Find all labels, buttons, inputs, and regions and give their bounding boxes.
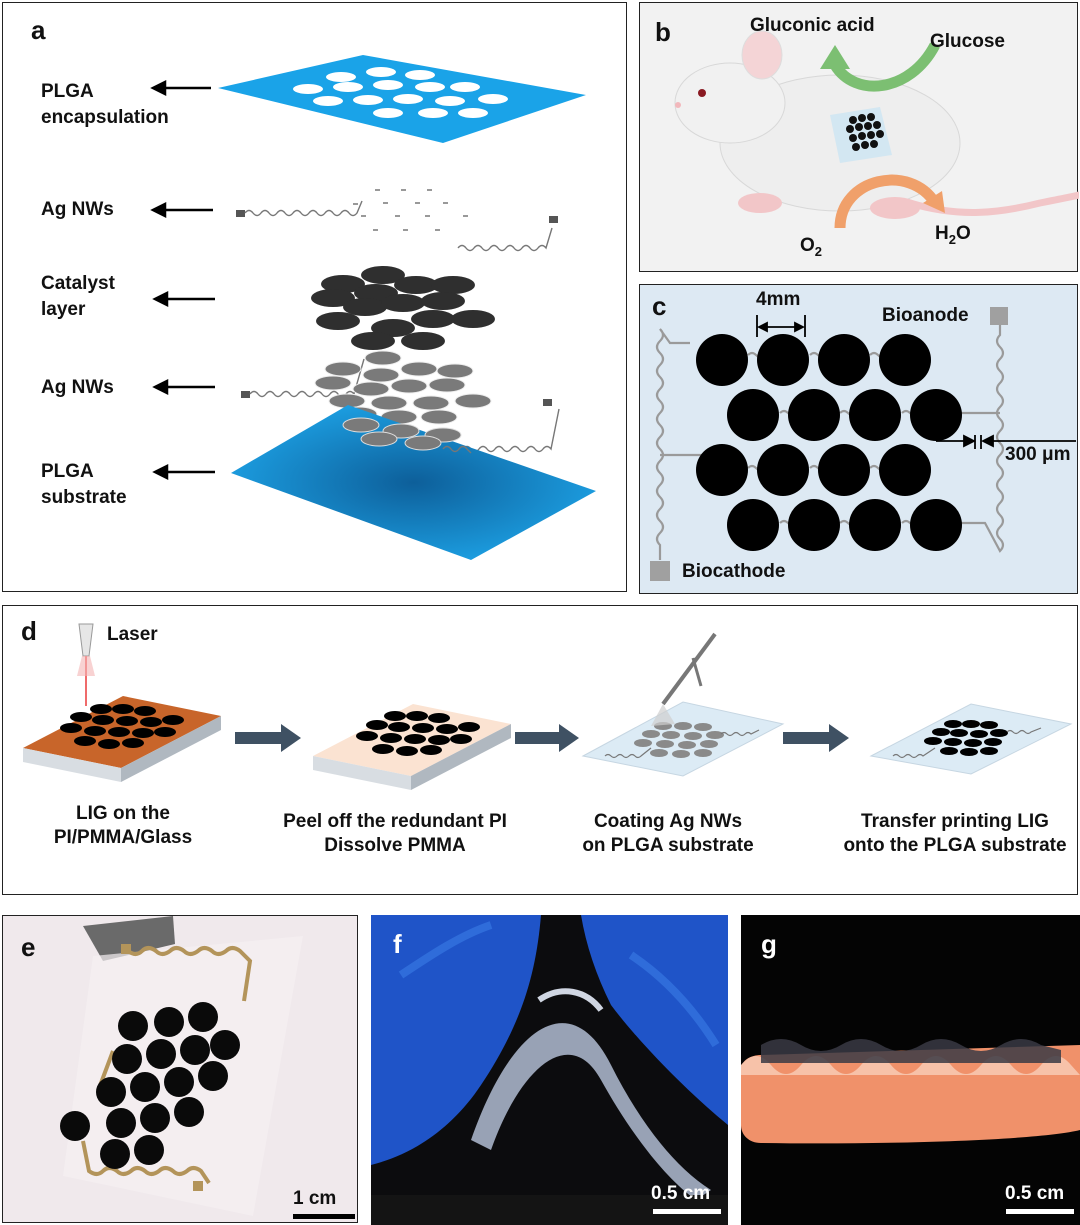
substrate-discs bbox=[342, 417, 462, 451]
panel-f-label: f bbox=[393, 929, 402, 959]
dimension-4mm-label: 4mm bbox=[756, 289, 801, 310]
dimension-4mm bbox=[756, 315, 806, 337]
plga-substrate-layer bbox=[231, 405, 596, 560]
device-photo-f bbox=[371, 915, 728, 1225]
dimension-300um bbox=[936, 434, 1076, 449]
panel-c: c 4mm Bioanode 300 μm Biocathode bbox=[639, 284, 1078, 594]
gap-300um-label: 300 μm bbox=[1005, 444, 1071, 465]
gluconic-acid-label: Gluconic acid bbox=[750, 15, 875, 36]
panel-f: f 0.5 cm bbox=[371, 915, 728, 1225]
photo-e-electrodes bbox=[60, 1002, 240, 1169]
scale-bar-f bbox=[653, 1209, 721, 1214]
step3-slab bbox=[581, 701, 785, 777]
electrode-discs bbox=[696, 334, 962, 551]
encapsulation-holes bbox=[293, 67, 508, 118]
panel-d-label: d bbox=[21, 616, 37, 646]
scale-text-e: 1 cm bbox=[293, 1188, 337, 1209]
fabrication-process-diagram bbox=[23, 623, 1073, 790]
step2-slab bbox=[313, 704, 511, 790]
scale-text-g: 0.5 cm bbox=[1005, 1183, 1065, 1204]
bioanode-pad bbox=[990, 307, 1008, 325]
panel-c-label: c bbox=[652, 291, 667, 321]
glucose-label: Glucose bbox=[930, 31, 1005, 52]
scale-bar-g bbox=[1006, 1209, 1074, 1214]
catalyst-layer bbox=[311, 266, 495, 350]
laser-label: Laser bbox=[107, 624, 158, 645]
layer-arrows bbox=[150, 79, 215, 481]
step1-slab bbox=[23, 696, 221, 782]
bioanode-label: Bioanode bbox=[882, 305, 969, 326]
implanted-device bbox=[830, 107, 892, 163]
laser-device bbox=[77, 623, 95, 706]
scale-text-f: 0.5 cm bbox=[651, 1183, 711, 1204]
green-reaction-arrow bbox=[830, 42, 940, 92]
device-photo-g bbox=[741, 1039, 1080, 1214]
panel-b: b Gluconic acid Glucose O2 H2O bbox=[639, 2, 1079, 272]
layer-label-ag-nws-bottom: Ag NWs bbox=[41, 377, 114, 398]
mouse-illustration bbox=[674, 30, 1079, 229]
electrode-array-schematic bbox=[650, 307, 1076, 581]
panel-a: a bbox=[2, 2, 627, 592]
airbrush-sprayer bbox=[651, 632, 717, 726]
biocathode-label: Biocathode bbox=[682, 561, 786, 582]
process-arrows bbox=[235, 724, 849, 752]
panel-b-label: b bbox=[655, 17, 671, 47]
layer-label-ag-nws-top: Ag NWs bbox=[41, 199, 114, 220]
device-photo-e bbox=[60, 916, 355, 1219]
o2-label: O2 bbox=[800, 235, 823, 259]
panel-g-label: g bbox=[761, 929, 777, 959]
step4-slab bbox=[869, 703, 1073, 775]
panel-e-label: e bbox=[21, 932, 36, 962]
orange-reaction-arrow bbox=[834, 174, 940, 229]
h2o-label: H2O bbox=[935, 223, 971, 247]
panel-e: e 1 cm bbox=[2, 915, 358, 1223]
panel-a-label: a bbox=[31, 15, 46, 45]
ag-nws-top-layer bbox=[236, 189, 558, 252]
exploded-layer-diagram bbox=[150, 55, 596, 560]
biocathode-pad bbox=[650, 561, 670, 581]
panel-g: g 0.5 cm bbox=[741, 915, 1080, 1225]
scale-bar-e bbox=[293, 1214, 355, 1219]
